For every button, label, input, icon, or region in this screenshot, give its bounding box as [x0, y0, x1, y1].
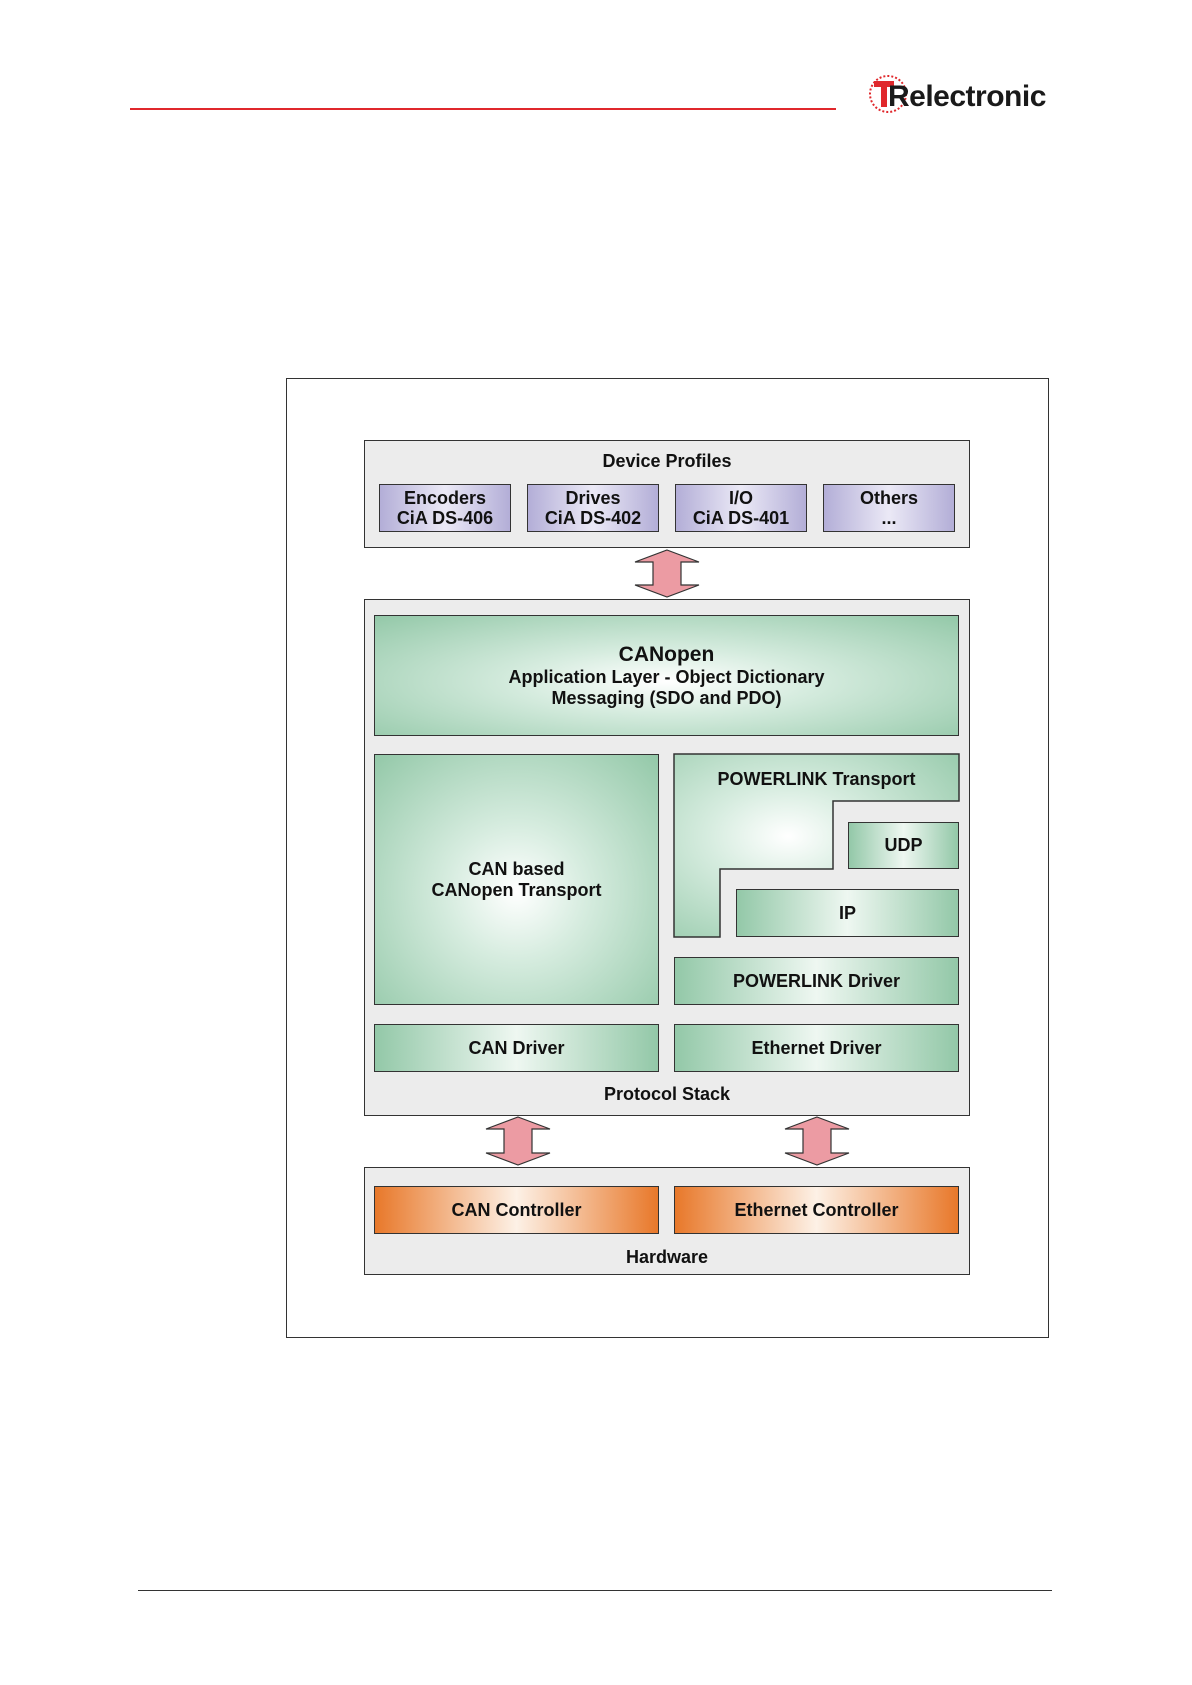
ethernet-controller-label: Ethernet Controller [734, 1199, 899, 1220]
can-driver-label: CAN Driver [468, 1037, 565, 1058]
footer-rule [138, 1590, 1052, 1591]
profile-others-line2: ... [881, 508, 897, 528]
profile-others-line1: Others [859, 488, 919, 508]
profile-io: I/O CiA DS-401 [675, 484, 807, 532]
company-logo: Relectronic [868, 72, 1048, 118]
arrow-stack-can-hardware [485, 1116, 551, 1166]
powerlink-driver-box: POWERLINK Driver [674, 957, 959, 1005]
arrow-stack-ethernet-hardware [784, 1116, 850, 1166]
powerlink-driver-label: POWERLINK Driver [732, 970, 901, 991]
udp-box: UDP [848, 822, 959, 869]
arrow-profiles-stack [634, 549, 700, 598]
header-rule [130, 108, 836, 110]
powerlink-transport-label: POWERLINK Transport [717, 769, 916, 789]
canopen-line1: Application Layer - Object Dictionary [508, 666, 825, 687]
profile-encoders-line1: Encoders [403, 488, 487, 508]
profile-others: Others ... [823, 484, 955, 532]
canopen-title: CANopen [618, 642, 715, 666]
logo-mark-icon [869, 75, 907, 113]
profile-encoders-line2: CiA DS-406 [396, 508, 494, 528]
canopen-line2: Messaging (SDO and PDO) [551, 687, 782, 708]
hardware-title: Hardware [625, 1247, 709, 1267]
profile-encoders: Encoders CiA DS-406 [379, 484, 511, 532]
profile-drives-line1: Drives [565, 488, 621, 508]
udp-label: UDP [884, 835, 923, 855]
can-driver-box: CAN Driver [374, 1024, 659, 1072]
can-transport-box: CAN based CANopen Transport [374, 754, 659, 1005]
can-controller-label: CAN Controller [451, 1199, 582, 1220]
protocol-stack-title: Protocol Stack [603, 1084, 731, 1104]
profile-drives: Drives CiA DS-402 [527, 484, 659, 532]
logo-wordmark: Relectronic [888, 80, 1046, 113]
profile-io-line1: I/O [728, 488, 753, 508]
can-transport-line1: CAN based [468, 858, 565, 879]
ip-box: IP [736, 889, 959, 937]
profile-io-line2: CiA DS-401 [692, 508, 790, 528]
ethernet-controller-box: Ethernet Controller [674, 1186, 959, 1234]
ethernet-driver-box: Ethernet Driver [674, 1024, 959, 1072]
canopen-box: CANopen Application Layer - Object Dicti… [374, 615, 959, 736]
can-controller-box: CAN Controller [374, 1186, 659, 1234]
profile-drives-line2: CiA DS-402 [544, 508, 642, 528]
ip-label: IP [838, 902, 856, 923]
device-profiles-title: Device Profiles [602, 451, 732, 471]
can-transport-line2: CANopen Transport [431, 879, 602, 900]
ethernet-driver-label: Ethernet Driver [751, 1037, 882, 1058]
